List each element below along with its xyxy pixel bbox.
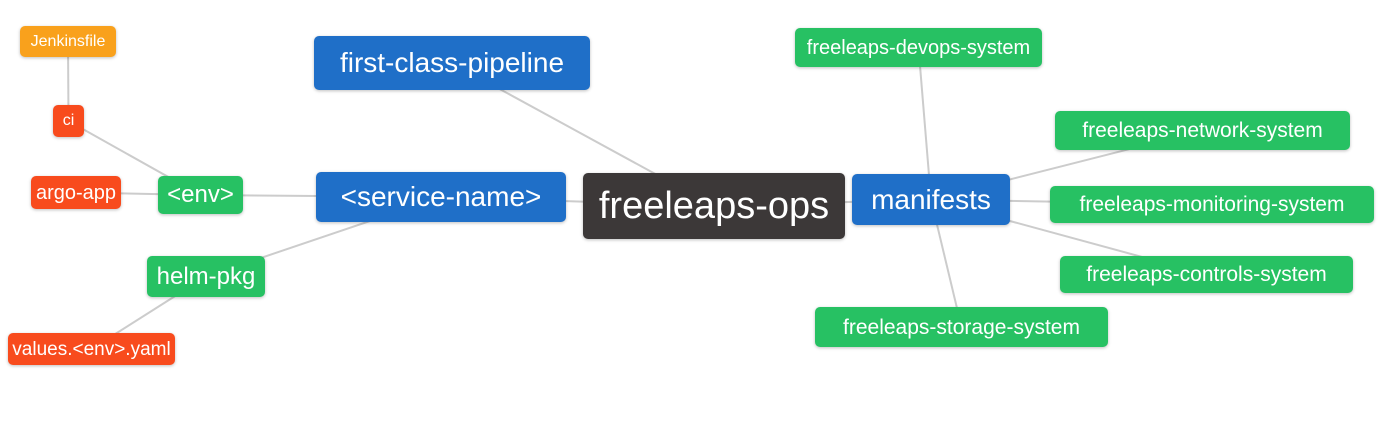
node-label: freeleaps-monitoring-system bbox=[1079, 193, 1345, 216]
node-label: helm-pkg bbox=[156, 262, 256, 290]
node-service-name[interactable]: <service-name> bbox=[316, 172, 566, 222]
node-label: argo-app bbox=[35, 181, 117, 204]
node-first-class-pipeline[interactable]: first-class-pipeline bbox=[314, 36, 590, 90]
node-devops-system[interactable]: freeleaps-devops-system bbox=[795, 28, 1042, 67]
node-jenkinsfile[interactable]: Jenkinsfile bbox=[20, 26, 116, 57]
node-label: first-class-pipeline bbox=[339, 47, 565, 78]
node-label: ci bbox=[62, 112, 75, 129]
node-argo-app[interactable]: argo-app bbox=[31, 176, 121, 209]
node-label: manifests bbox=[871, 183, 991, 215]
node-helm-pkg[interactable]: helm-pkg bbox=[147, 256, 265, 297]
node-label: <env> bbox=[167, 181, 234, 208]
node-network-system[interactable]: freeleaps-network-system bbox=[1055, 111, 1350, 150]
node-label: <service-name> bbox=[340, 181, 542, 212]
node-ci[interactable]: ci bbox=[53, 105, 84, 137]
node-manifests[interactable]: manifests bbox=[852, 174, 1010, 225]
node-label: freeleaps-ops bbox=[598, 185, 830, 227]
node-label: freeleaps-network-system bbox=[1082, 119, 1323, 142]
node-env[interactable]: <env> bbox=[158, 176, 243, 214]
node-label: freeleaps-devops-system bbox=[806, 36, 1031, 59]
node-label: Jenkinsfile bbox=[30, 32, 106, 50]
node-label: freeleaps-storage-system bbox=[843, 315, 1080, 339]
node-values-env-yaml[interactable]: values.<env>.yaml bbox=[8, 333, 175, 365]
node-monitoring-system[interactable]: freeleaps-monitoring-system bbox=[1050, 186, 1374, 223]
node-freeleaps-ops[interactable]: freeleaps-ops bbox=[583, 173, 845, 239]
node-label: freeleaps-controls-system bbox=[1086, 263, 1327, 286]
node-controls-system[interactable]: freeleaps-controls-system bbox=[1060, 256, 1353, 293]
node-label: values.<env>.yaml bbox=[12, 338, 171, 360]
node-storage-system[interactable]: freeleaps-storage-system bbox=[815, 307, 1108, 347]
